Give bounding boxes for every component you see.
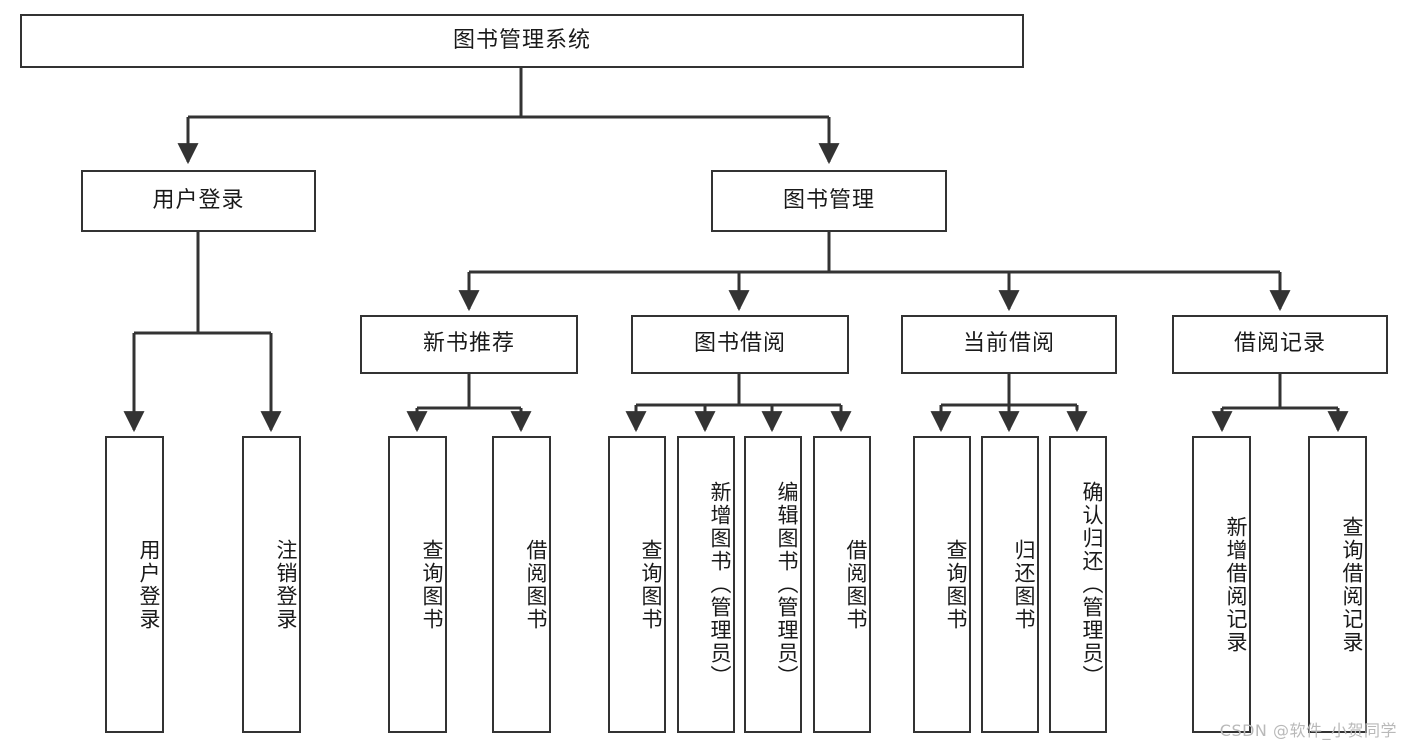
node-borrow-record-label: 借阅记录 — [1233, 331, 1326, 357]
node-current-borrow-label: 当前借阅 — [962, 331, 1055, 357]
leaf-book-borrow-0[interactable]: 查询图书 — [608, 436, 666, 733]
leaf-new-book-recommend-1-label: 借阅图书 — [524, 538, 548, 631]
node-book-borrow[interactable]: 图书借阅 — [631, 315, 849, 374]
leaf-book-borrow-1-label: 新增图书（管理员） — [708, 481, 732, 688]
node-current-borrow[interactable]: 当前借阅 — [901, 315, 1117, 374]
leaf-borrow-record-1[interactable]: 查询借阅记录 — [1308, 436, 1367, 733]
node-user-login[interactable]: 用户登录 — [81, 170, 316, 232]
leaf-new-book-recommend-0-label: 查询图书 — [420, 538, 444, 631]
leaf-book-borrow-2[interactable]: 编辑图书（管理员） — [744, 436, 802, 733]
leaf-borrow-record-0[interactable]: 新增借阅记录 — [1192, 436, 1251, 733]
leaf-current-borrow-2[interactable]: 确认归还（管理员） — [1049, 436, 1107, 733]
csdn-watermark: CSDN @软件_小贺同学 — [1219, 721, 1397, 740]
leaf-new-book-recommend-0[interactable]: 查询图书 — [388, 436, 447, 733]
leaf-current-borrow-2-label: 确认归还（管理员） — [1080, 481, 1104, 688]
leaf-new-book-recommend-1[interactable]: 借阅图书 — [492, 436, 551, 733]
leaf-current-borrow-0[interactable]: 查询图书 — [913, 436, 971, 733]
leaf-borrow-record-1-label: 查询借阅记录 — [1340, 515, 1364, 654]
node-book-management[interactable]: 图书管理 — [711, 170, 947, 232]
node-root[interactable]: 图书管理系统 — [20, 14, 1024, 68]
node-book-management-label: 图书管理 — [782, 187, 875, 213]
leaf-book-borrow-2-label: 编辑图书（管理员） — [775, 481, 799, 688]
node-new-book-recommend-label: 新书推荐 — [422, 331, 515, 357]
node-user-login-label: 用户登录 — [152, 187, 245, 213]
leaf-user-login-1[interactable]: 注销登录 — [242, 436, 301, 733]
leaf-book-borrow-3[interactable]: 借阅图书 — [813, 436, 871, 733]
leaf-book-borrow-0-label: 查询图书 — [639, 538, 663, 631]
leaf-borrow-record-0-label: 新增借阅记录 — [1224, 515, 1248, 654]
node-book-borrow-label: 图书借阅 — [693, 331, 786, 357]
leaf-current-borrow-1-label: 归还图书 — [1012, 538, 1036, 631]
node-root-label: 图书管理系统 — [452, 27, 591, 53]
leaf-book-borrow-1[interactable]: 新增图书（管理员） — [677, 436, 735, 733]
leaf-user-login-0[interactable]: 用户登录 — [105, 436, 164, 733]
leaf-user-login-1-label: 注销登录 — [274, 538, 298, 631]
leaf-current-borrow-1[interactable]: 归还图书 — [981, 436, 1039, 733]
node-borrow-record[interactable]: 借阅记录 — [1172, 315, 1388, 374]
leaf-book-borrow-3-label: 借阅图书 — [844, 538, 868, 631]
leaf-user-login-0-label: 用户登录 — [137, 538, 161, 631]
leaf-current-borrow-0-label: 查询图书 — [944, 538, 968, 631]
node-new-book-recommend[interactable]: 新书推荐 — [360, 315, 578, 374]
